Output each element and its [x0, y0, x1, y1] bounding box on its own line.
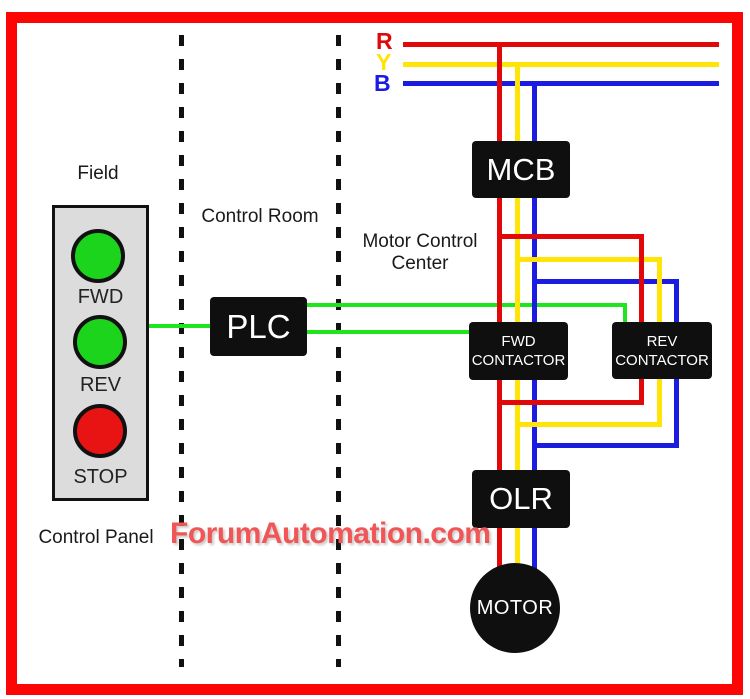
rev-contactor-box: REV CONTACTOR	[612, 322, 712, 379]
phase-y-rev-branch-top-wire	[517, 257, 662, 262]
plc-to-fwd-contactor-signal-wire	[307, 330, 470, 334]
plc-to-rev-contactor-signal-drop-wire	[623, 303, 627, 324]
phase-b-rev-branch-bottom-wire	[534, 443, 679, 448]
control-room-label: Control Room	[201, 206, 319, 227]
stop-pushbutton-label: STOP	[73, 466, 128, 488]
rev-pushbutton	[73, 315, 127, 369]
mcc-label: Motor Control Center	[345, 231, 495, 275]
fwd-pushbutton	[71, 229, 125, 283]
phase-y-label: Y	[376, 49, 392, 75]
fwd-contactor-box: FWD CONTACTOR	[469, 322, 568, 380]
field-label: Field	[77, 163, 119, 184]
watermark-text: ForumAutomation.com	[170, 517, 491, 550]
phase-r-main-vertical-wire	[497, 42, 502, 575]
phase-y-rev-branch-bottom-wire	[517, 422, 662, 427]
mcc-label-line2: Center	[391, 253, 449, 274]
rev-contactor-label-line2: CONTACTOR	[615, 351, 709, 369]
phase-r-bus-wire	[403, 42, 719, 47]
olr-box: OLR	[472, 470, 570, 528]
phase-b-bus-wire	[403, 81, 719, 86]
phase-y-main-vertical-wire	[515, 62, 520, 570]
phase-r-rev-branch-bottom-wire	[499, 400, 644, 405]
phase-r-rev-branch-top-wire	[499, 234, 644, 239]
mcb-box: MCB	[472, 141, 570, 198]
controlroom-mcc-divider	[336, 35, 341, 667]
phase-b-label: B	[374, 70, 391, 96]
phase-r-label: R	[376, 28, 393, 54]
fwd-contactor-label-line1: FWD	[501, 333, 536, 350]
control-panel: FWD REV STOP	[52, 205, 149, 501]
phase-y-bus-wire	[403, 62, 719, 67]
field-controlroom-divider	[179, 35, 184, 667]
rev-pushbutton-label: REV	[79, 374, 122, 396]
fwd-pushbutton-label: FWD	[77, 286, 124, 308]
panel-to-plc-signal-wire	[143, 324, 210, 328]
motor-circle: MOTOR	[470, 563, 560, 653]
plc-to-rev-contactor-signal-wire	[307, 303, 627, 307]
rev-contactor-label-line1: REV	[646, 332, 678, 350]
stop-pushbutton	[73, 404, 127, 458]
plc-box: PLC	[210, 297, 307, 356]
control-panel-label: Control Panel	[38, 527, 154, 548]
phase-r-rev-vertical-wire	[639, 234, 644, 405]
phase-b-rev-branch-top-wire	[534, 279, 679, 284]
fwd-contactor-label-line2: CONTACTOR	[471, 352, 566, 369]
mcc-label-line1: Motor Control	[362, 231, 478, 252]
